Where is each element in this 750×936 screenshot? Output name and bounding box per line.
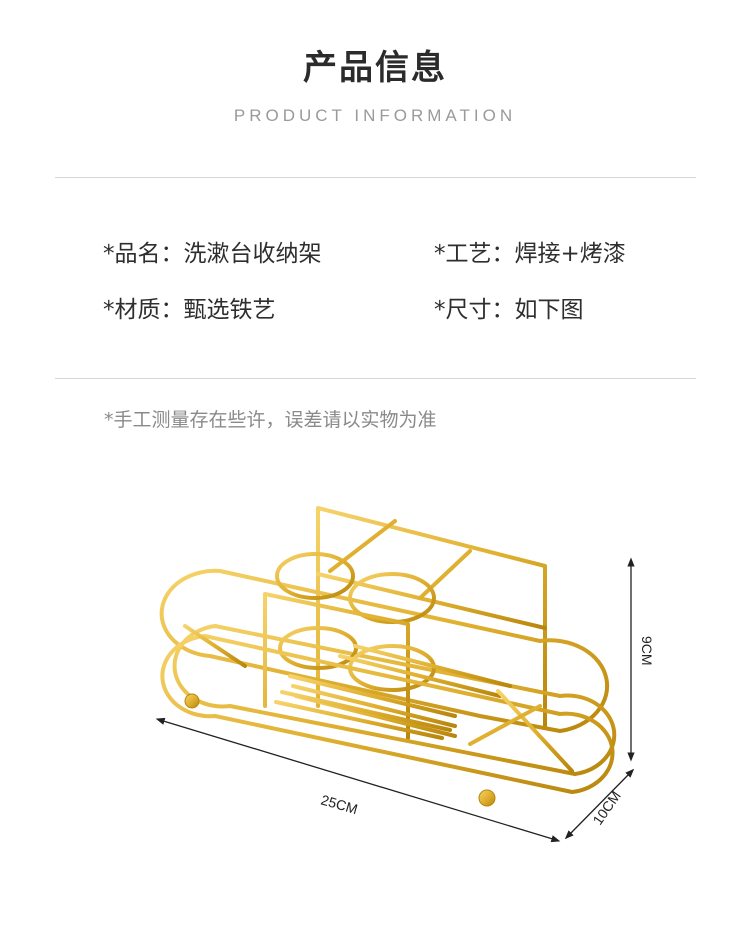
divider-middle	[55, 378, 696, 379]
divider-top	[55, 177, 696, 178]
dimension-height-label: 9CM	[639, 636, 655, 666]
spec-product-name: *品名：洗漱台收纳架	[103, 241, 322, 267]
spec-size: *尺寸：如下图	[434, 297, 584, 323]
storage-rack	[159, 506, 617, 794]
product-illustration: 25CM 10CM 9CM	[155, 506, 655, 843]
spec-craft: *工艺：焊接+烤漆	[434, 241, 626, 267]
measurement-note: *手工测量存在些许，误差请以实物为准	[104, 409, 437, 431]
spec-material: *材质：甄选铁艺	[103, 297, 276, 323]
dimension-lines	[155, 557, 635, 843]
page-title: 产品信息	[303, 48, 447, 88]
page-subtitle: PRODUCT INFORMATION	[233, 106, 517, 125]
dimension-length-label: 25CM	[319, 792, 359, 818]
dimension-width-label: 10CM	[589, 788, 624, 828]
